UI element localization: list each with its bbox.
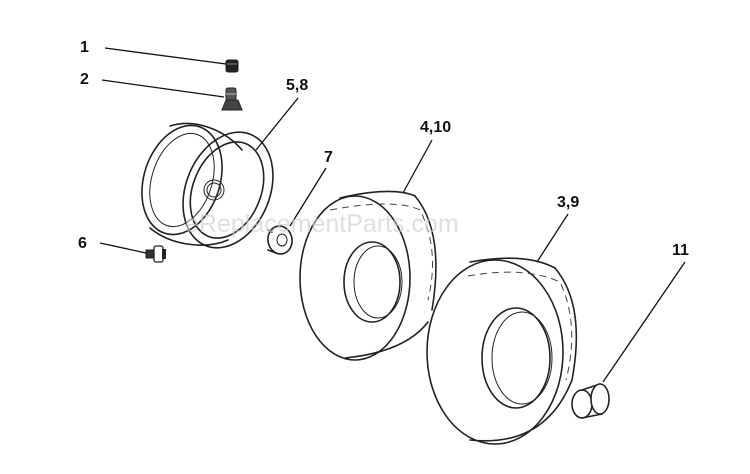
leader-4-10 [402, 139, 433, 194]
callout-1: 1 [80, 39, 89, 56]
leader-7 [289, 167, 327, 227]
tire-4-10 [299, 190, 437, 361]
leader-1 [104, 47, 227, 65]
callout-4-10: 4,10 [420, 119, 451, 136]
watermark-text: eReplacementParts.com [185, 210, 459, 238]
callout-7: 7 [324, 149, 333, 166]
callout-2: 2 [80, 71, 89, 88]
callout-6: 6 [78, 235, 87, 252]
wheel-rim [141, 122, 274, 249]
callout-3-9: 3,9 [557, 194, 579, 211]
leader-2 [101, 79, 225, 98]
leader-11 [602, 261, 686, 383]
callout-5-8: 5,8 [286, 77, 308, 94]
part-7-washer [267, 225, 293, 255]
callout-11: 11 [672, 242, 689, 259]
part-1-valve-cap [225, 59, 239, 73]
leader-6 [99, 242, 147, 254]
part-2-valve-stem [221, 87, 243, 111]
part-6-bolt [145, 245, 166, 263]
leader-5-8 [255, 97, 299, 151]
leader-3-9 [536, 213, 569, 263]
tire-3-9 [426, 257, 578, 445]
part-11-hub-cap [571, 383, 610, 419]
